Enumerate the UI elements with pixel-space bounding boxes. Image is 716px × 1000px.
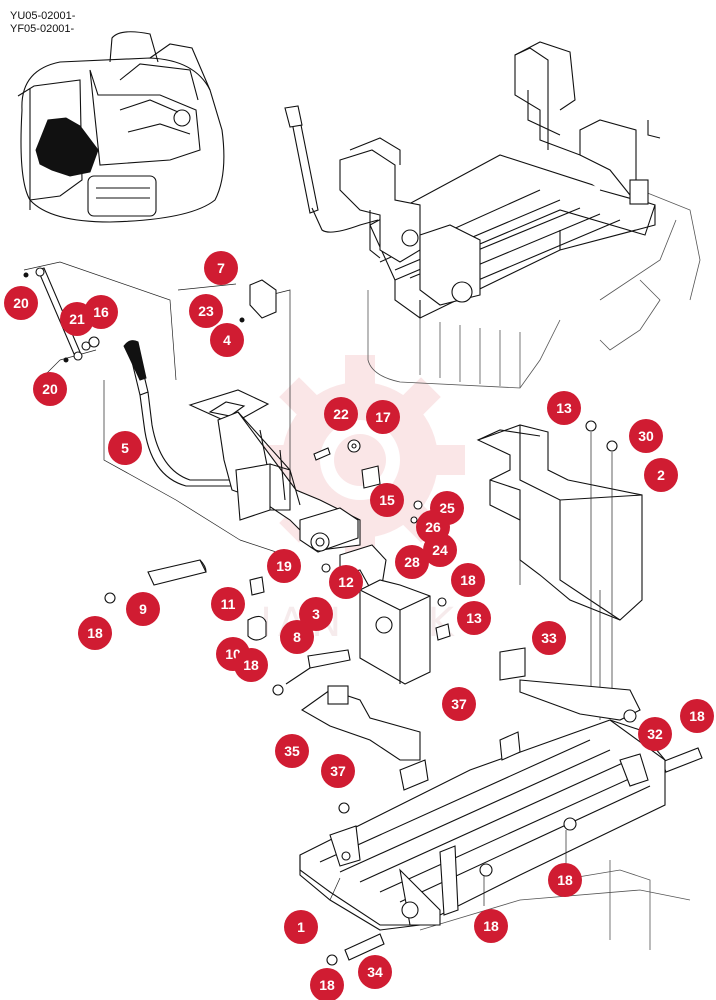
callout[interactable]: 4 xyxy=(210,323,244,357)
svg-text:13: 13 xyxy=(466,610,482,626)
svg-text:17: 17 xyxy=(375,409,391,425)
assembled-floor-frame xyxy=(284,41,701,389)
svg-text:20: 20 xyxy=(42,381,58,397)
callout[interactable]: 1 xyxy=(284,910,318,944)
control-stand-exploded xyxy=(23,261,423,696)
callout[interactable]: 18 xyxy=(310,968,344,1000)
svg-text:34: 34 xyxy=(367,964,383,980)
step-plate xyxy=(499,647,703,773)
svg-text:18: 18 xyxy=(689,708,705,724)
svg-text:20: 20 xyxy=(13,295,29,311)
svg-text:7: 7 xyxy=(217,260,225,276)
callout[interactable]: 26 xyxy=(416,510,450,544)
svg-text:8: 8 xyxy=(293,629,301,645)
svg-text:32: 32 xyxy=(647,726,663,742)
svg-text:18: 18 xyxy=(243,657,259,673)
callout[interactable]: 37 xyxy=(442,687,476,721)
svg-text:35: 35 xyxy=(284,743,300,759)
svg-text:37: 37 xyxy=(330,763,346,779)
svg-text:2: 2 xyxy=(657,467,665,483)
callout[interactable]: 34 xyxy=(358,955,392,989)
callout[interactable]: 23 xyxy=(189,294,223,328)
callout[interactable]: 7 xyxy=(204,251,238,285)
model-code: YU05-02001- xyxy=(10,10,76,22)
svg-text:18: 18 xyxy=(557,872,573,888)
svg-text:16: 16 xyxy=(93,304,109,320)
callout[interactable]: 17 xyxy=(366,400,400,434)
callout[interactable]: 20 xyxy=(33,372,67,406)
callouts: 1 2 3 4 5 7 8 9 10 11 12 13 13 15 16 17 … xyxy=(4,251,714,1000)
svg-text:37: 37 xyxy=(451,696,467,712)
callout[interactable]: 5 xyxy=(108,431,142,465)
callout[interactable]: 18 xyxy=(548,863,582,897)
callout[interactable]: 20 xyxy=(4,286,38,320)
callout[interactable]: 28 xyxy=(395,545,429,579)
callout[interactable]: 37 xyxy=(321,754,355,788)
callout[interactable]: 18 xyxy=(451,563,485,597)
callout[interactable]: 30 xyxy=(629,419,663,453)
callout[interactable]: 3 xyxy=(299,597,333,631)
svg-text:19: 19 xyxy=(276,558,292,574)
svg-text:18: 18 xyxy=(87,625,103,641)
callout[interactable]: 21 xyxy=(60,302,94,336)
svg-text:18: 18 xyxy=(319,977,335,993)
svg-text:25: 25 xyxy=(439,500,455,516)
model-code: YF05-02001- xyxy=(10,23,75,35)
svg-text:11: 11 xyxy=(221,596,236,612)
svg-text:13: 13 xyxy=(556,400,572,416)
callout[interactable]: 18 xyxy=(78,616,112,650)
svg-text:1: 1 xyxy=(297,919,305,935)
floor-frame xyxy=(299,719,691,966)
svg-text:30: 30 xyxy=(638,428,654,444)
callout[interactable]: 8 xyxy=(280,620,314,654)
callout[interactable]: 12 xyxy=(329,565,363,599)
callout[interactable]: 13 xyxy=(457,601,491,635)
svg-text:21: 21 xyxy=(69,311,85,327)
callout[interactable]: 18 xyxy=(680,699,714,733)
callout[interactable]: 15 xyxy=(370,483,404,517)
svg-text:23: 23 xyxy=(198,303,214,319)
svg-text:3: 3 xyxy=(312,606,320,622)
callout[interactable]: 11 xyxy=(211,587,245,621)
callout[interactable]: 18 xyxy=(234,648,268,682)
model-code-list: YU05-02001- YF05-02001- xyxy=(10,10,75,36)
callout[interactable]: 22 xyxy=(324,397,358,431)
svg-text:22: 22 xyxy=(333,406,349,422)
callout[interactable]: 32 xyxy=(638,717,672,751)
svg-text:33: 33 xyxy=(541,630,557,646)
callout[interactable]: 9 xyxy=(126,592,160,626)
svg-text:9: 9 xyxy=(139,601,147,617)
bracket-and-pins xyxy=(285,579,451,685)
callout[interactable]: 19 xyxy=(267,549,301,583)
callout[interactable]: 35 xyxy=(275,734,309,768)
svg-text:26: 26 xyxy=(425,519,441,535)
svg-text:18: 18 xyxy=(483,918,499,934)
svg-text:15: 15 xyxy=(379,492,395,508)
svg-text:5: 5 xyxy=(121,440,129,456)
callout[interactable]: 13 xyxy=(547,391,581,425)
callout[interactable]: 33 xyxy=(532,621,566,655)
callout[interactable]: 18 xyxy=(474,909,508,943)
callout[interactable]: 2 xyxy=(644,458,678,492)
svg-text:28: 28 xyxy=(404,554,420,570)
svg-text:24: 24 xyxy=(432,542,448,558)
svg-text:4: 4 xyxy=(223,332,231,348)
excavator-overview xyxy=(17,31,225,223)
svg-text:18: 18 xyxy=(460,572,476,588)
svg-text:12: 12 xyxy=(338,574,354,590)
